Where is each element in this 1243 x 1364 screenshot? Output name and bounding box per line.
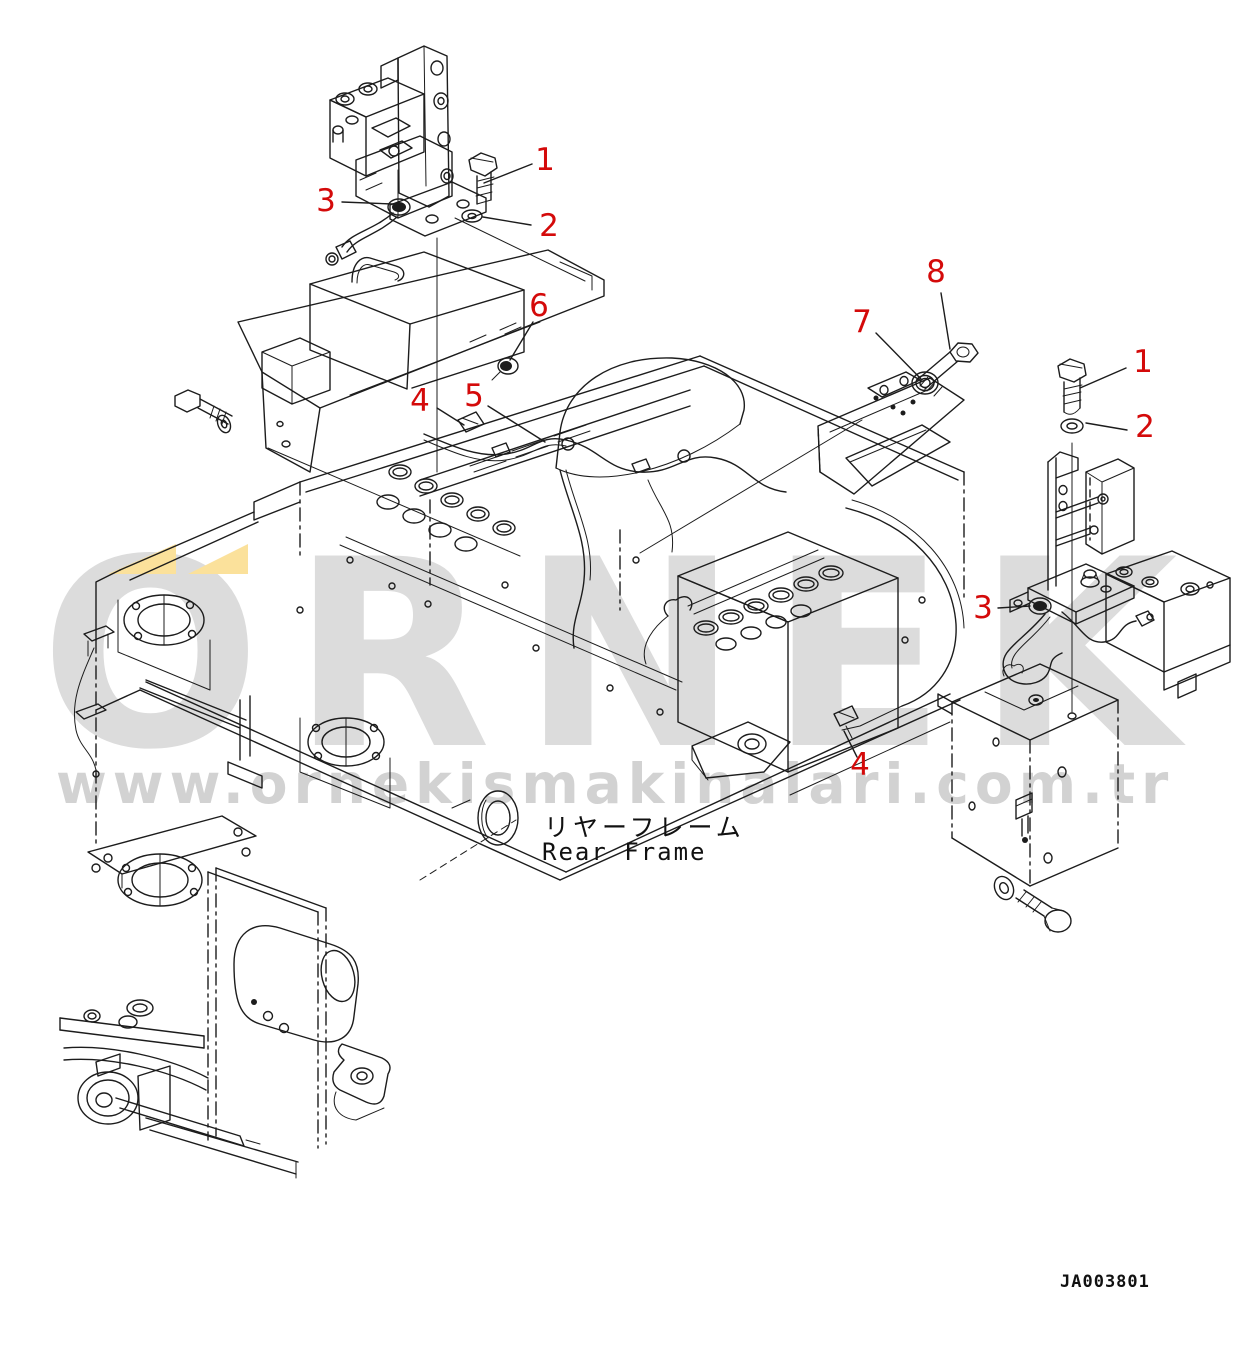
callout-label: 1: [1133, 344, 1153, 380]
callout-leader-line: [997, 605, 1031, 609]
right-solenoid-assembly: [1002, 358, 1231, 720]
callout-leader-line: [482, 216, 532, 226]
callout-leader-line: [483, 163, 533, 184]
callout-label: 2: [539, 208, 559, 244]
callout-leader-line: [843, 730, 858, 758]
callout-leader-line: [940, 292, 951, 350]
callout-leader-line: [487, 405, 546, 443]
callout-label: 1: [535, 142, 555, 178]
left-solenoid-assembly: [325, 45, 586, 473]
callout-leader-line: [1079, 367, 1127, 389]
callout-label: 4: [850, 747, 870, 783]
callout-label: 6: [529, 288, 549, 324]
callout-label: 3: [316, 183, 336, 219]
callout-leader-line: [875, 332, 922, 380]
callout-leader-line: [509, 321, 534, 361]
drawing-number: JA003801: [1060, 1272, 1150, 1292]
callout-leader-line: [341, 201, 394, 205]
callout-label: 7: [852, 304, 872, 340]
callout-leader-line: [1085, 422, 1128, 431]
callout-label: 4: [410, 383, 430, 419]
battery-box-cover: [937, 663, 1119, 933]
callout-leader-line: [436, 407, 465, 426]
callout-label: 3: [973, 590, 993, 626]
diagram-title-japanese: リヤーフレーム: [544, 813, 745, 842]
diagram-title-english: Rear Frame: [542, 838, 707, 866]
rear-plate-part: [639, 342, 979, 554]
accent-triangle-right: [188, 544, 248, 574]
rear-frame-body: [73, 355, 965, 881]
callout-label: 5: [464, 378, 484, 414]
callout-label: 2: [1135, 409, 1155, 445]
bolt-and-washer-left: [461, 152, 498, 223]
cover-box-and-plate: [174, 249, 605, 557]
watermark-url-text: www.ornekismakinalari.com.tr: [56, 752, 1175, 816]
front-frame-tower: [59, 815, 391, 1179]
callout-label: 8: [926, 254, 946, 290]
